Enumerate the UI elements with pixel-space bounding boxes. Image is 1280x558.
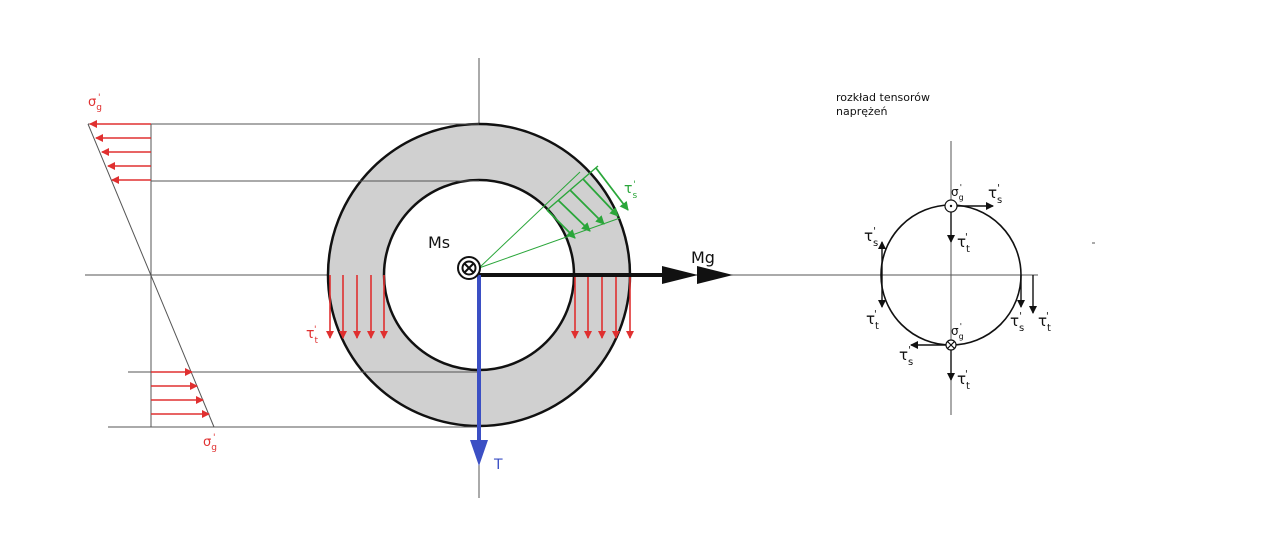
tau-s-green-label: τs' xyxy=(624,180,637,201)
torsion-shear-arrows xyxy=(478,165,629,269)
tensor-tau-s-left-label: τs' xyxy=(864,226,878,249)
torsion-arrow-5 xyxy=(595,167,629,211)
mg-head-1 xyxy=(662,266,698,284)
torsion-arrow-1 xyxy=(546,209,576,239)
torsion-arrow-3 xyxy=(569,189,605,225)
tensor-bottom-cross-2 xyxy=(947,341,955,349)
tensor-tau-t-top-label: τt' xyxy=(957,232,970,255)
tensor-tau-s-right-label: τs' xyxy=(1010,311,1024,334)
tensor-panel: rozkład tensorów naprężeń σg' xyxy=(836,91,1051,415)
ms-cross-2 xyxy=(463,262,475,274)
mg-head-2 xyxy=(697,266,733,284)
t-head xyxy=(470,440,488,466)
shear-arrows-ring xyxy=(326,275,634,339)
bending-stress-arrows xyxy=(89,120,210,418)
tensor-sigma-bottom-label: σg' xyxy=(951,322,964,341)
torsion-ray-2 xyxy=(478,171,581,269)
torsion-ray-1 xyxy=(478,217,621,269)
tensor-panel-title-2: naprężeń xyxy=(836,105,888,118)
tensor-tau-t-bottom-label: τt' xyxy=(957,369,970,392)
torsion-gradient-line xyxy=(546,165,599,211)
ms-into-page-symbol xyxy=(457,256,481,280)
tensor-tau-s-top-label: τs' xyxy=(988,183,1002,206)
sigma-g-bottom-label: σg' xyxy=(203,433,217,453)
tensor-tau-t-right-label: τt' xyxy=(1038,311,1051,334)
tensor-top-dot xyxy=(949,204,953,208)
ms-label: Ms xyxy=(428,233,450,252)
tau-t-label: τt' xyxy=(306,325,318,346)
mg-moment-arrow xyxy=(479,266,733,284)
stress-distribution-line xyxy=(87,123,215,428)
mg-label: Mg xyxy=(691,248,715,267)
tensor-panel-title-1: rozkład tensorów xyxy=(836,91,930,104)
torsion-arrow-2 xyxy=(557,199,591,232)
t-force-arrow xyxy=(470,275,488,466)
tensor-bottom-cross-symbol xyxy=(945,339,957,351)
tensor-tau-t-left-label: τt' xyxy=(866,309,879,332)
torsion-arrow-4 xyxy=(582,178,619,217)
t-label: T xyxy=(493,457,503,473)
sigma-g-top-label: σg' xyxy=(88,93,102,113)
tensor-tau-s-bottom-label: τs' xyxy=(899,345,913,368)
tensor-sigma-top-label: σg' xyxy=(951,183,964,202)
